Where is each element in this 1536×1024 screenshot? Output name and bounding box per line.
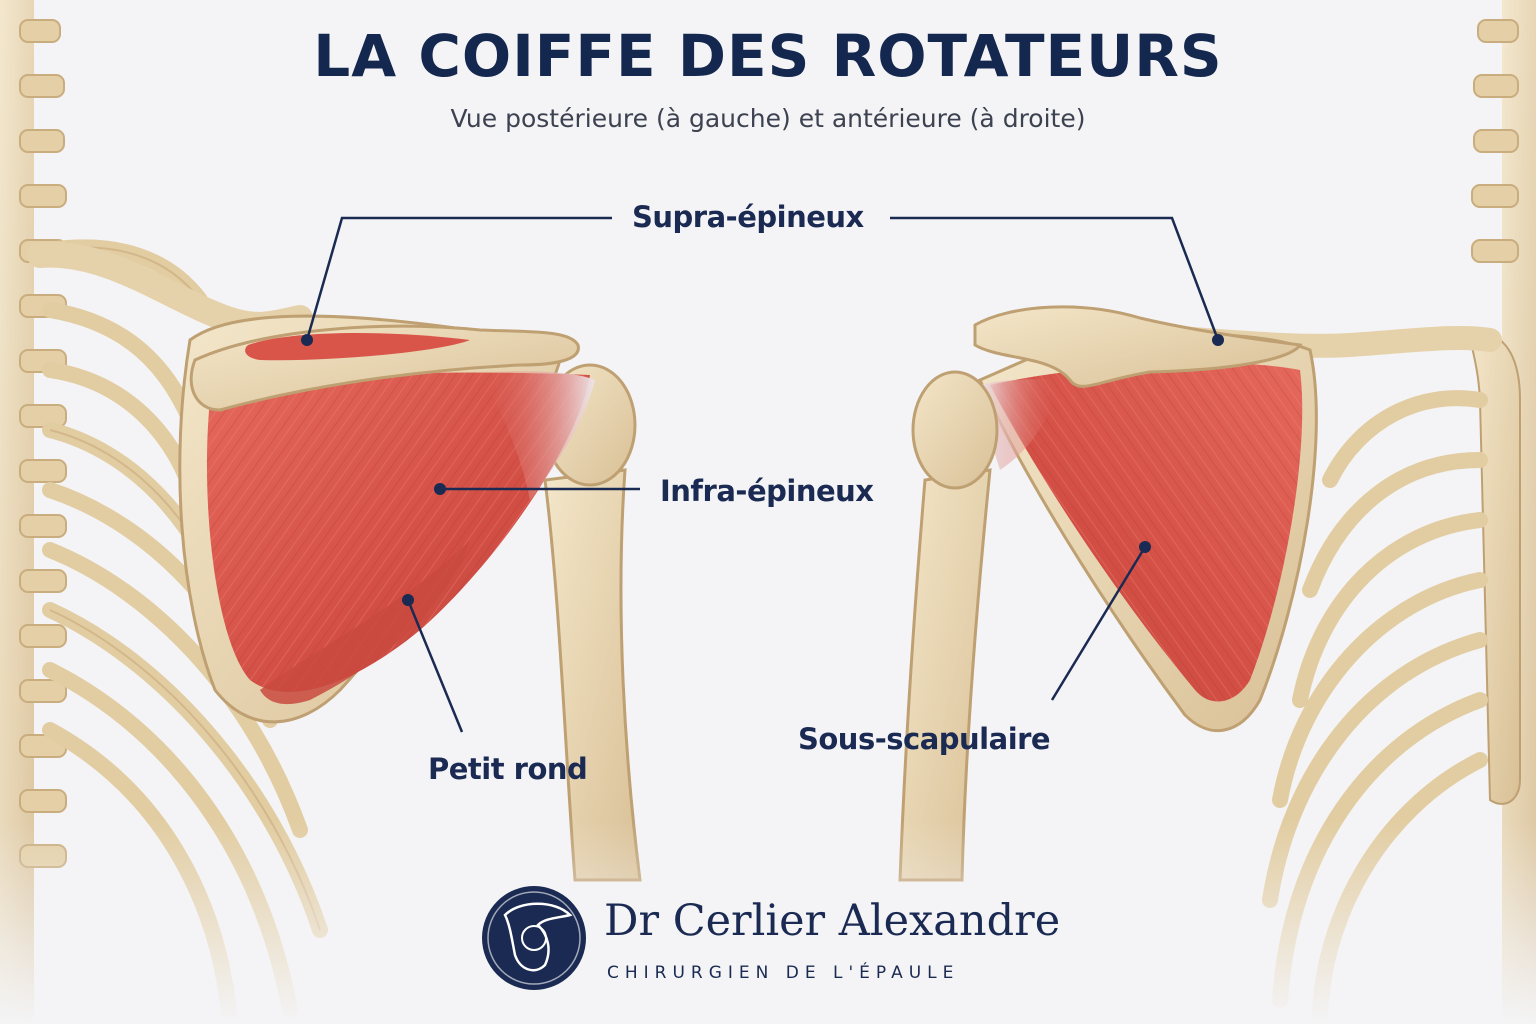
brand-name: Dr Cerlier Alexandre	[604, 896, 1061, 946]
shoulder-logo-icon	[482, 886, 586, 990]
marker-petit	[402, 594, 414, 606]
marker-supra-right	[1212, 334, 1224, 346]
label-subscapularis: Sous-scapulaire	[798, 722, 1051, 756]
marker-supra-left	[301, 334, 313, 346]
right-subscapularis-muscle	[980, 362, 1303, 702]
label-teres-minor: Petit rond	[428, 752, 588, 786]
sternum	[1468, 328, 1521, 805]
label-infraspinatus: Infra-épineux	[660, 474, 874, 508]
marker-sous	[1139, 541, 1151, 553]
page-title: LA COIFFE DES ROTATEURS	[313, 22, 1223, 90]
leader-sous	[1050, 546, 1147, 701]
leader-supra-right	[890, 216, 1220, 341]
marker-infra	[434, 483, 446, 495]
right-acromion	[973, 305, 1303, 388]
leader-supra-left	[305, 216, 612, 341]
left-infraspinatus-muscle	[206, 371, 595, 692]
right-humerus	[898, 370, 999, 882]
page-subtitle: Vue postérieure (à gauche) et antérieure…	[450, 104, 1086, 133]
brand-tagline: CHIRURGIEN DE L'ÉPAULE	[607, 963, 960, 983]
label-supraspinatus: Supra-épineux	[632, 200, 864, 234]
leader-petit	[406, 599, 464, 733]
leader-lines	[305, 216, 1220, 733]
left-teres-minor-muscle	[260, 540, 470, 705]
